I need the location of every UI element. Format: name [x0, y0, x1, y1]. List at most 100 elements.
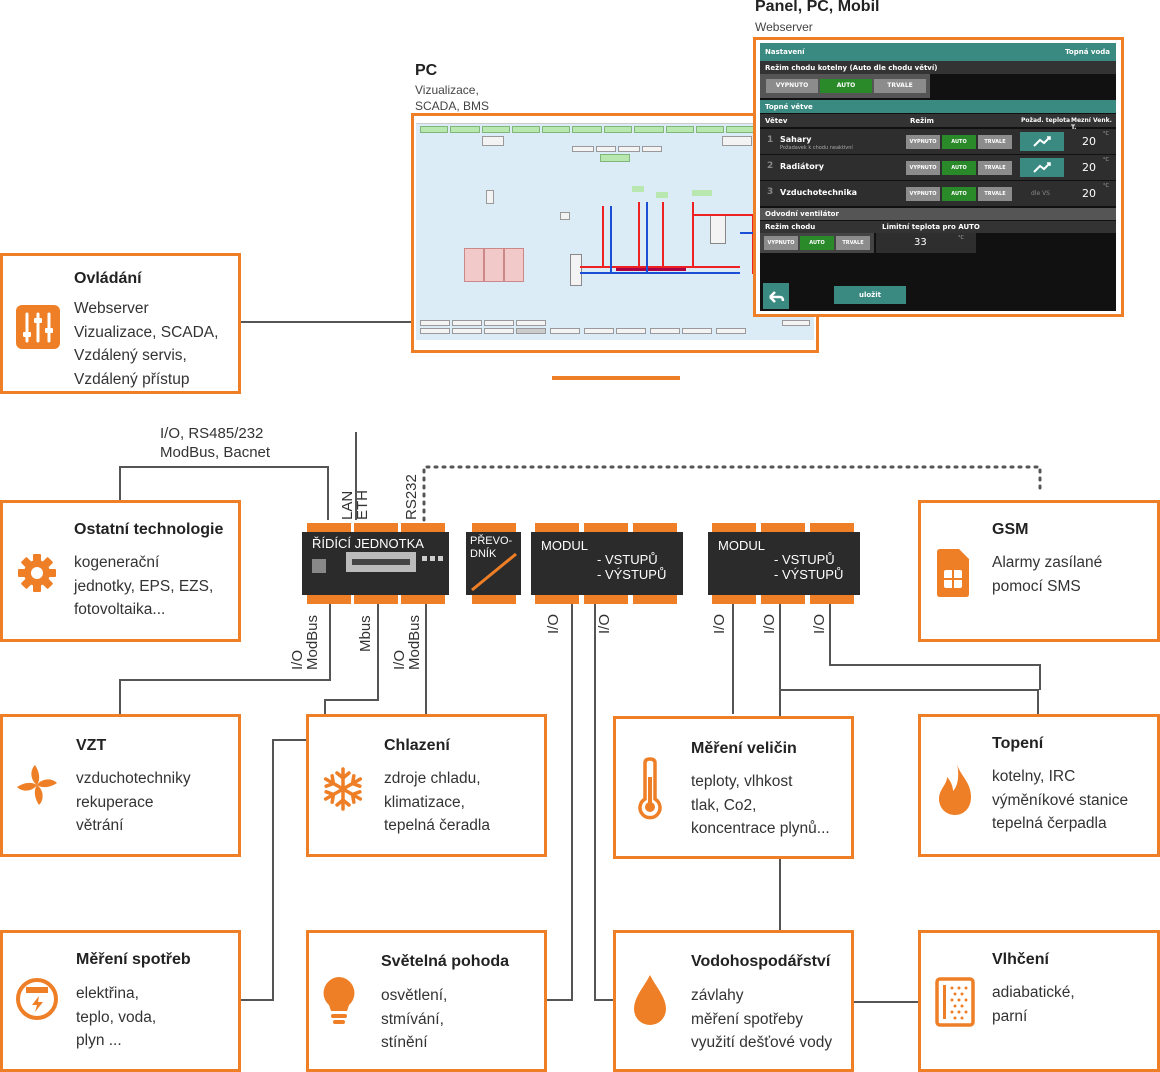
box-title: Chlazení [384, 737, 450, 754]
io-modbus-label: I/O ModBus [289, 614, 321, 670]
line-vodo [594, 602, 614, 1001]
module-title: MODUL [718, 538, 765, 553]
converter: PŘEVO- DNÍK [466, 532, 521, 595]
module-lines: - VSTUPŮ - VÝSTUPŮ [597, 552, 667, 582]
line-vzt [119, 602, 331, 714]
box-title: Ostatní technologie [74, 521, 224, 538]
humidifier-icon [935, 977, 975, 1027]
box-mereni-spotreb: Měření spotřeb elektřina, teplo, voda, p… [0, 930, 241, 1072]
io-module-2: MODUL - VSTUPŮ - VÝSTUPŮ [708, 532, 860, 595]
thermometer-icon [638, 757, 662, 820]
io-label: I/O [811, 613, 828, 634]
hmi-col-limit-temp: Mezní Venk. T. [1071, 117, 1112, 131]
mbus-label: Mbus [357, 615, 374, 652]
io-modbus-label: I/O ModBus [391, 614, 423, 670]
hmi-header-left: Nastavení [765, 48, 805, 56]
box-text: závlahy měření spotřeby využití dešťové … [691, 987, 833, 1051]
box-text: adiabatické, parní [992, 984, 1075, 1025]
converter-label: PŘEVO- DNÍK [470, 535, 513, 560]
pc-stand [552, 376, 680, 380]
trend-icon[interactable] [1020, 132, 1064, 151]
hmi-section-branches: Topné větve [765, 103, 813, 111]
control-unit-label: ŘÍDÍCÍ JEDNOTKA [312, 536, 424, 551]
hmi-fan-mode: Režim chodu [765, 223, 816, 231]
box-gsm: GSM Alarmy zasílané pomocí SMS [918, 500, 1160, 642]
box-title: Měření spotřeb [76, 951, 191, 968]
box-ostatni-technologie: Ostatní technologie kogenerační jednotky… [0, 500, 241, 642]
fan-icon [17, 765, 57, 805]
hmi-fan-limit: Limitní teplota pro AUTO [882, 223, 980, 231]
module-title: MODUL [541, 538, 588, 553]
box-title: Ovládání [74, 270, 142, 287]
io-label: I/O [596, 613, 613, 634]
box-text: Webserver Vizualizace, SCADA, Vzdálený s… [74, 300, 219, 388]
box-vodohospodarstvi: Vodohospodářství závlahy měření spotřeby… [613, 930, 854, 1072]
box-title: Vodohospodářství [691, 953, 831, 970]
line-topeni [779, 602, 1039, 714]
pc-scada-screen [416, 118, 814, 340]
panel-title: Panel, PC, Mobil [755, 0, 880, 15]
rs232-label: RS232 [403, 474, 420, 520]
sim-card-icon [937, 549, 969, 597]
box-text: kogenerační jednotky, EPS, EZS, fotovolt… [74, 554, 214, 618]
hmi-col-req-temp: Požad. teplota [1021, 117, 1071, 124]
hmi-branch-row: 1 Sahary Požadavek k chodu neaktivní VYP… [760, 129, 1116, 154]
hmi-screen: Nastavení Topná voda Režim chodu kotelny… [760, 43, 1116, 311]
box-text: vzduchotechniky rekuperace větrání [76, 770, 191, 834]
control-unit: ŘÍDÍCÍ JEDNOTKA [302, 532, 449, 595]
line-svetelna [546, 602, 573, 1001]
hmi-save-button[interactable]: uložit [834, 286, 906, 304]
flame-icon [939, 763, 971, 815]
box-text: kotelny, IRC výměníkové stanice tepelná … [992, 768, 1129, 832]
box-topeni: Topení kotelny, IRC výměníkové stanice t… [918, 714, 1160, 857]
trend-icon[interactable] [1020, 158, 1064, 177]
box-text: zdroje chladu, klimatizace, tepelná čera… [384, 770, 490, 834]
control-unit-button [312, 559, 326, 573]
hmi-header-right: Topná voda [1065, 48, 1110, 56]
box-title: Topení [992, 735, 1044, 752]
panel-subtitle: Webserver [755, 20, 813, 34]
hmi-col-mode: Režim [910, 117, 934, 125]
box-ovladani: Ovládání Webserver Vizualizace, SCADA, V… [0, 253, 241, 394]
box-vzt: VZT vzduchotechniky rekuperace větrání [0, 714, 241, 857]
hmi-mode-off-button[interactable]: VYPNUTO [766, 79, 818, 93]
box-title: Světelná pohoda [381, 953, 510, 970]
hmi-branch-row: 2 Radiátory VYPNUTO AUTO TRVALE 20 °C [760, 155, 1116, 180]
module-lines: - VSTUPŮ - VÝSTUPŮ [774, 552, 844, 582]
io-module-1: MODUL - VSTUPŮ - VÝSTUPŮ [531, 532, 683, 595]
io-label: I/O [545, 613, 562, 634]
io-label: I/O [761, 613, 778, 634]
io-label: I/O [711, 613, 728, 634]
hmi-mode-auto-button[interactable]: AUTO [820, 79, 872, 93]
gear-icon [18, 554, 56, 592]
box-vlhceni: Vlhčení adiabatické, parní [918, 930, 1160, 1072]
lightbulb-icon [323, 977, 355, 1024]
box-title: Vlhčení [992, 951, 1049, 968]
back-arrow-icon[interactable] [763, 283, 789, 309]
energy-meter-icon [16, 978, 58, 1020]
box-title: Měření veličin [691, 740, 797, 757]
lan-eth-label: LAN ETH [339, 490, 371, 520]
hmi-col-branch: Větev [765, 117, 788, 125]
bus-top-label: I/O, RS485/232 ModBus, Bacnet [160, 425, 271, 461]
box-svetelna-pohoda: Světelná pohoda osvětlení, stmívání, stí… [306, 930, 547, 1072]
hmi-mode-on-button[interactable]: TRVALE [874, 79, 926, 93]
box-title: VZT [76, 737, 107, 754]
box-text: elektřina, teplo, voda, plyn ... [76, 985, 157, 1049]
box-title: GSM [992, 521, 1029, 538]
box-mereni-velicin: Měření veličin teploty, vlhkost tlak, Co… [613, 716, 854, 859]
box-text: teploty, vlhkost tlak, Co2, koncentrace … [691, 773, 830, 837]
hmi-section-fan: Odvodní ventilátor [765, 210, 839, 218]
snowflake-icon [323, 767, 363, 811]
sliders-icon [16, 305, 60, 349]
hmi-branch-row: 3 Vzduchotechnika VYPNUTO AUTO TRVALE dl… [760, 181, 1116, 206]
pc-title: PC [415, 62, 438, 79]
box-text: osvětlení, stmívání, stínění [381, 987, 448, 1051]
pc-subtitle: Vizualizace, SCADA, BMS [415, 83, 490, 113]
water-drop-icon [634, 975, 666, 1025]
line-gsm-dotted [422, 465, 1042, 522]
hmi-mode-title: Režim chodu kotelny (Auto dle chodu větv… [765, 64, 938, 72]
line-chlazeni [324, 602, 379, 714]
line-ostatni [119, 466, 329, 520]
